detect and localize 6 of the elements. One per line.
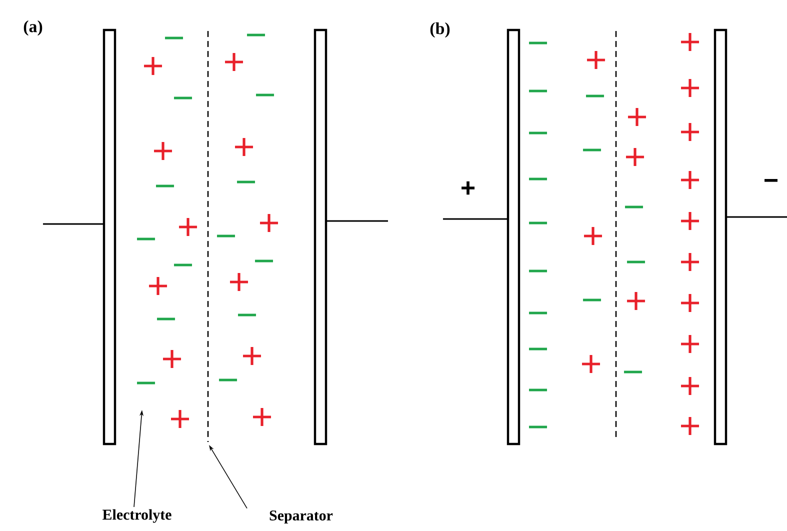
polarity-sign: +: [462, 181, 475, 195]
panel-label: (a): [24, 20, 42, 36]
polarity-sign: −: [764, 178, 778, 182]
caption-text: Separator: [270, 510, 333, 524]
caption-text: Electrolyte: [102, 509, 172, 523]
panel-label: (b): [430, 22, 450, 38]
